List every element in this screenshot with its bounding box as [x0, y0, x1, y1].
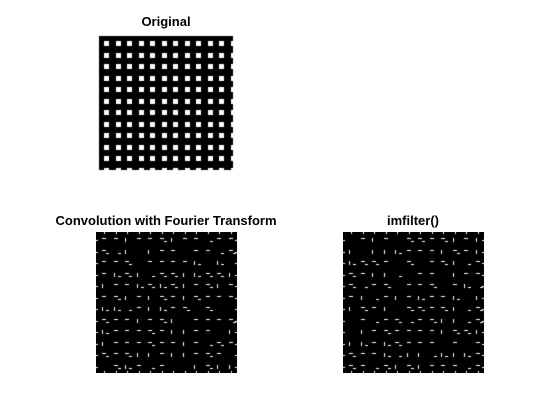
- original-image: [96, 33, 236, 173]
- fourier-result-image: [96, 232, 237, 373]
- original-title: Original: [141, 14, 191, 29]
- imfilter-result-image: [343, 232, 484, 373]
- imfilter-title: imfilter(): [387, 213, 439, 228]
- fourier-title: Convolution with Fourier Transform: [55, 213, 277, 228]
